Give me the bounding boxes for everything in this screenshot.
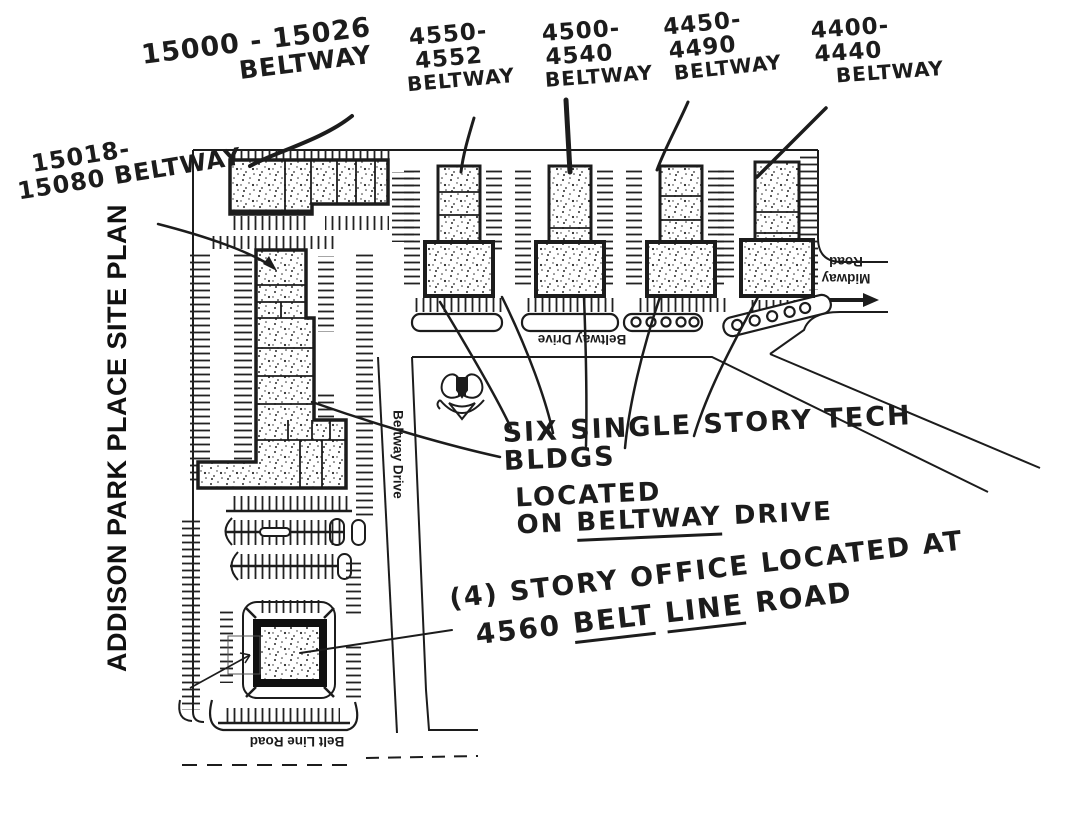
building-15018-15080 [196, 248, 348, 490]
label-4500-4540-beltway: 4500- 4540 BELTWAY [540, 15, 654, 93]
building-15000-15026 [228, 158, 390, 216]
leader-lines [156, 97, 828, 654]
label-4450-4490-beltway: 4450- 4490 BELTWAY [661, 6, 783, 86]
street-label-belt-line-road: Belt Line Road [249, 733, 345, 749]
building-4550-4552 [423, 164, 495, 298]
building-4400-4440 [739, 160, 815, 298]
page-title: ADDISON PARK PLACE SITE PLAN [102, 203, 132, 672]
label-4400-4440-beltway: 4400- 4440 BELTWAY [809, 12, 945, 88]
office-curb-loop [242, 601, 336, 699]
parking-row-double [230, 551, 352, 581]
building-4500-4540 [534, 164, 606, 298]
parking-island-trees [622, 312, 704, 333]
building-4450-4490 [645, 164, 717, 298]
small-arrow [189, 652, 251, 689]
street-label-midway-road: Midway Road [821, 253, 871, 286]
label-4550-4552-beltway: 4550- 4552 BELTWAY [406, 18, 516, 97]
landscape-emblem-icon [436, 373, 485, 421]
street-label-beltway-drive-south: Beltway Drive [390, 410, 406, 499]
parking-row-double [224, 517, 366, 546]
parking-island-trees [722, 293, 832, 338]
office-building-4560 [189, 607, 335, 698]
parking-island [520, 312, 620, 333]
street-label-beltway-drive-east: Beltway Drive [537, 331, 627, 347]
